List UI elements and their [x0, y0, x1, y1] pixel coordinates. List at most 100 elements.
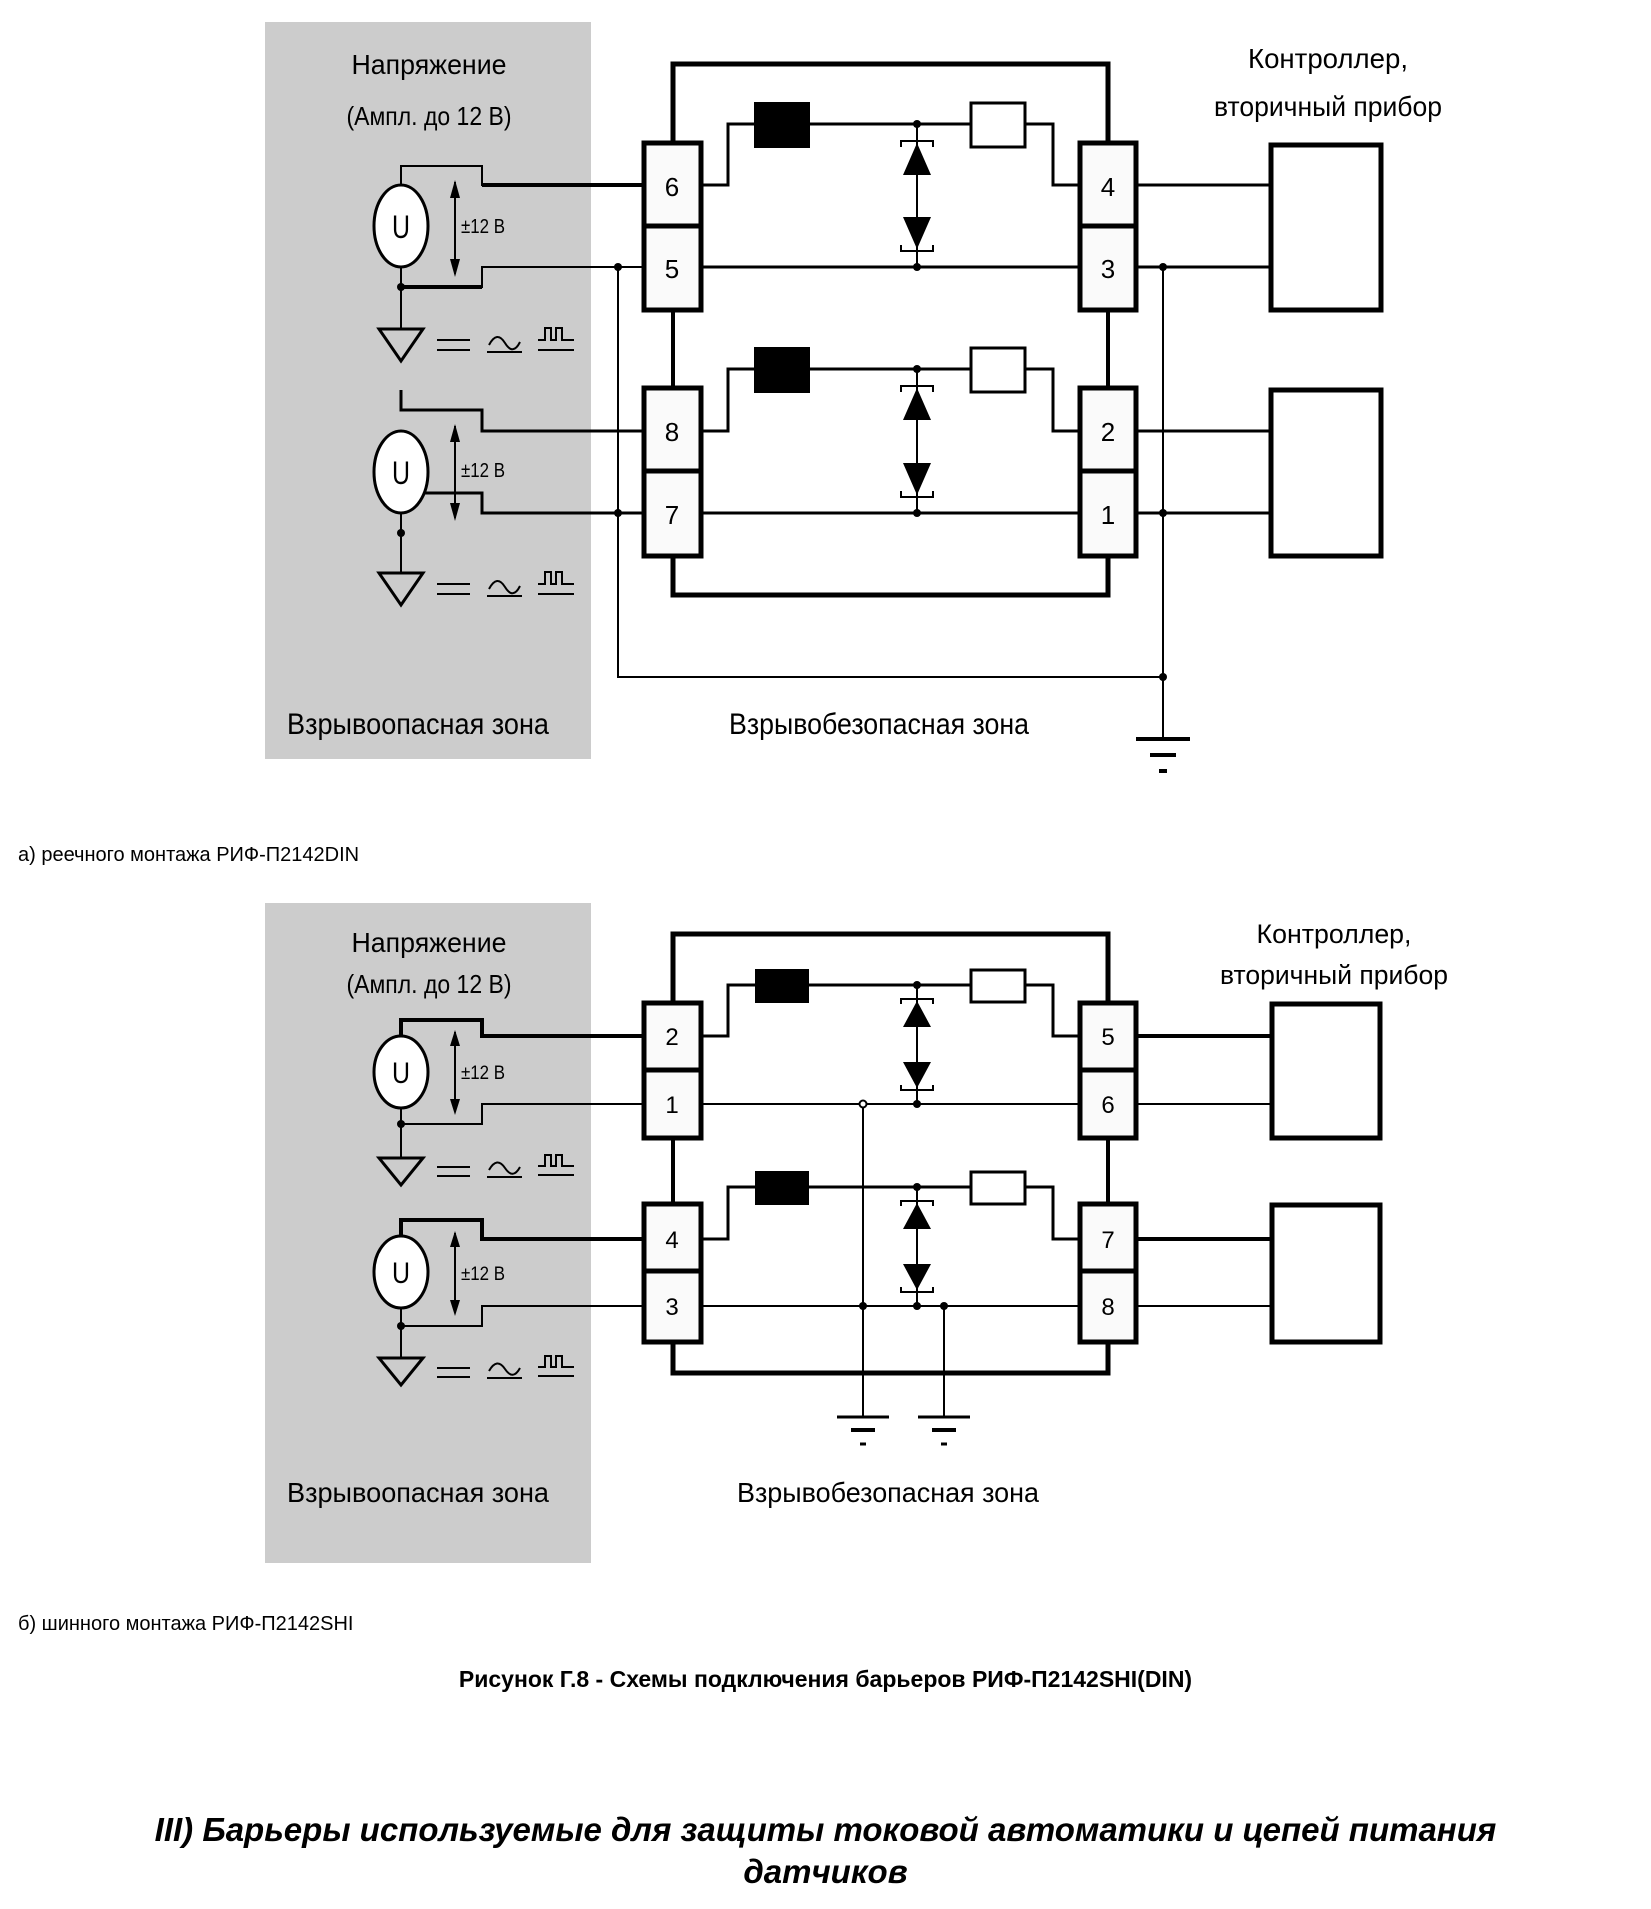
- source-channel-1: U ±12 В: [372, 1018, 644, 1188]
- dc-icon: [437, 1166, 470, 1177]
- terminal-label: 7: [1101, 1227, 1114, 1254]
- hazard-zone-panel: [265, 903, 591, 1563]
- svg-text:±12 В: ±12 В: [461, 460, 505, 482]
- voltage-source-icon: [372, 183, 430, 269]
- terminal-label: 2: [665, 1024, 678, 1051]
- terminal-label: 4: [1101, 172, 1115, 202]
- svg-text:U: U: [392, 209, 410, 245]
- terminal-label: 3: [1101, 254, 1115, 284]
- controller-label: вторичный прибор: [1220, 960, 1448, 990]
- svg-text:U: U: [392, 1057, 410, 1090]
- voltage-source-icon: [372, 1234, 430, 1310]
- earth-ground-icon: [918, 1415, 970, 1446]
- resistor-icon: [754, 347, 810, 393]
- terminal-label: 8: [665, 417, 679, 447]
- controller-label: Контроллер,: [1257, 919, 1412, 949]
- terminal-block-right-1: 4 3: [1077, 140, 1139, 313]
- controller-label: Контроллер,: [1248, 43, 1408, 74]
- svg-text:U: U: [392, 455, 410, 491]
- terminal-label: 7: [665, 500, 679, 530]
- terminal-label: 2: [1101, 417, 1115, 447]
- controller-box: [1269, 1202, 1383, 1345]
- terminal-label: 1: [1101, 500, 1115, 530]
- terminal-label: 5: [665, 254, 679, 284]
- barrier-channel-2: [701, 346, 1080, 517]
- terminal-block-right-2: 7 8: [1077, 1201, 1139, 1345]
- hazard-zone-label: Взрывоопасная зона: [287, 708, 549, 741]
- ac-sine-icon: [487, 1161, 522, 1178]
- ac-sine-icon: [487, 580, 522, 597]
- svg-text:U: U: [392, 1257, 410, 1290]
- figure-title: Рисунок Г.8 - Схемы подключения барьеров…: [458, 1666, 1193, 1692]
- voltage-title: Напряжение: [352, 927, 507, 958]
- terminal-block-left-1: 6 5: [641, 140, 704, 313]
- barrier-channel-2: [701, 1170, 1080, 1310]
- hazard-zone-panel: [265, 22, 591, 759]
- section-heading-line1: III) Барьеры используемые для защиты ток…: [154, 1811, 1497, 1848]
- pulse-icon: [538, 1355, 574, 1377]
- pulse-icon: [538, 1154, 574, 1176]
- earth-ground-icon: [1136, 737, 1190, 773]
- resistor-icon: [755, 1171, 809, 1205]
- voltage-title: Напряжение: [352, 49, 507, 80]
- ground-triangle-icon: [376, 571, 426, 608]
- voltage-subtitle: (Ампл. до 12 В): [347, 969, 512, 999]
- earth-ground-icon: [837, 1415, 889, 1446]
- ground-bus: [617, 267, 1163, 678]
- caption-a: а) реечного монтажа РИФ-П2142DIN: [18, 844, 360, 866]
- zener-diode-icon: [900, 140, 934, 252]
- terminal-block-right-1: 5 6: [1077, 1000, 1139, 1141]
- barrier-channel-1: [701, 968, 1080, 1108]
- fuse-icon: [969, 1170, 1027, 1206]
- resistor-icon: [754, 102, 810, 148]
- dc-icon: [437, 339, 470, 351]
- terminal-label: 5: [1101, 1024, 1114, 1051]
- safe-zone-label: Взрывобезопасная зона: [737, 1477, 1039, 1508]
- pulse-icon: [538, 571, 574, 595]
- terminal-label: 3: [665, 1294, 678, 1321]
- svg-text:±12 В: ±12 В: [461, 1063, 505, 1084]
- svg-text:±12 В: ±12 В: [461, 216, 505, 238]
- source-channel-1: U ±12 В: [372, 165, 644, 364]
- caption-b: б) шинного монтажа РИФ-П2142SHI: [18, 1613, 354, 1635]
- ground-triangle-icon: [376, 327, 426, 364]
- zener-diode-icon: [900, 998, 934, 1091]
- terminal-label: 4: [665, 1227, 678, 1254]
- hazard-zone-label: Взрывоопасная зона: [287, 1477, 549, 1508]
- svg-text:±12 В: ±12 В: [461, 1264, 505, 1285]
- fuse-icon: [969, 346, 1027, 394]
- section-heading-line2: датчиков: [743, 1853, 908, 1890]
- resistor-icon: [755, 969, 809, 1003]
- terminal-block-left-1: 2 1: [641, 1000, 704, 1141]
- barrier-channel-1: [701, 101, 1080, 271]
- terminal-block-right-2: 2 1: [1077, 385, 1139, 559]
- zener-diode-icon: [900, 385, 934, 498]
- terminal-label: 1: [665, 1092, 678, 1119]
- voltage-subtitle: (Ампл. до 12 В): [347, 101, 512, 131]
- voltage-source-icon: [372, 1034, 430, 1110]
- fuse-icon: [969, 101, 1027, 149]
- pulse-icon: [538, 327, 574, 351]
- controller-box: [1269, 1001, 1383, 1141]
- ground-triangle-icon: [375, 1156, 427, 1188]
- diagram-b: Напряжение (Ампл. до 12 В) U ±12 В U ±12…: [265, 903, 1448, 1563]
- diagram-a: Напряжение (Ампл. до 12 В) U ±12 В U ±12…: [265, 22, 1442, 773]
- terminal-block-left-2: 4 3: [641, 1201, 704, 1345]
- controller-label: вторичный прибор: [1214, 91, 1442, 122]
- dc-icon: [437, 583, 470, 595]
- controller-box: [1268, 387, 1384, 559]
- terminal-label: 6: [1101, 1092, 1114, 1119]
- terminal-block-left-2: 8 7: [641, 385, 704, 559]
- zener-diode-icon: [900, 1200, 934, 1293]
- source-channel-2: U ±12 В: [372, 1218, 644, 1388]
- ground-triangle-icon: [375, 1356, 427, 1388]
- terminal-label: 8: [1101, 1294, 1114, 1321]
- fuse-icon: [969, 968, 1027, 1004]
- source-channel-2: U ±12 В: [372, 390, 644, 608]
- terminal-label: 6: [665, 172, 679, 202]
- dc-icon: [437, 1367, 470, 1378]
- safe-zone-label: Взрывобезопасная зона: [729, 708, 1029, 741]
- controller-box: [1268, 142, 1384, 313]
- ac-sine-icon: [487, 1362, 522, 1379]
- ac-sine-icon: [487, 336, 522, 353]
